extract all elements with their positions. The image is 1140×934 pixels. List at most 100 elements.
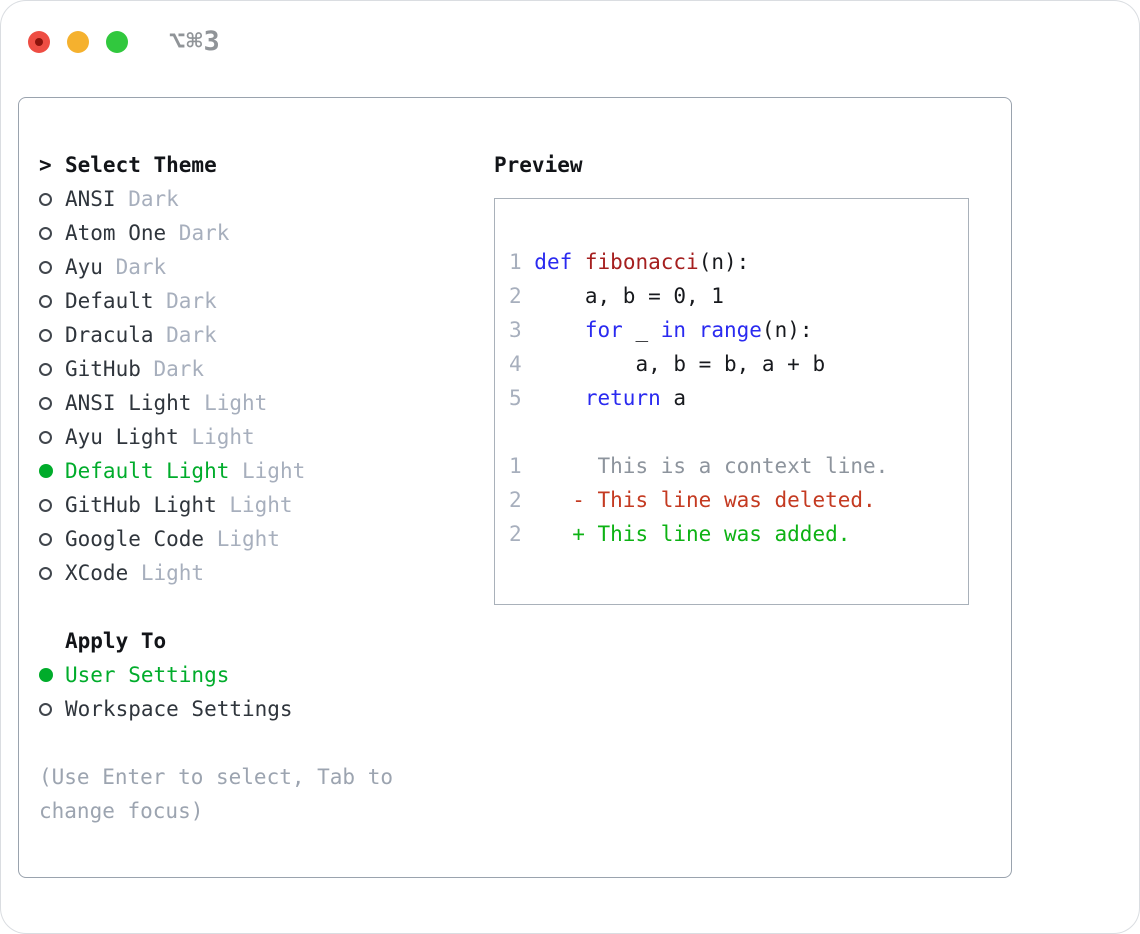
preview-title: Preview xyxy=(494,153,583,177)
radio-icon xyxy=(39,532,65,546)
theme-option-ansi-light[interactable]: ANSI Light Light xyxy=(39,386,494,420)
variant-tag: Light xyxy=(191,425,255,449)
option-label: Atom One xyxy=(65,221,167,245)
radio-icon xyxy=(39,226,65,240)
variant-tag: Dark xyxy=(153,357,205,381)
focus-caret-icon: > xyxy=(39,153,52,177)
option-label: User Settings xyxy=(65,663,230,687)
option-label: XCode xyxy=(65,561,129,585)
select-theme-header: > Select Theme xyxy=(39,148,494,182)
preview-box: 1 def fibonacci(n): 2 a, b = 0, 1 3 for _ … xyxy=(494,198,969,605)
radio-circle xyxy=(39,192,52,206)
option-label: GitHub Light xyxy=(65,493,217,517)
variant-tag: Dark xyxy=(128,187,179,211)
record-dot-icon xyxy=(35,37,43,46)
variant-tag: Light xyxy=(140,561,205,585)
radio-circle xyxy=(39,464,53,478)
diff-line: 2 + This line was added. xyxy=(509,522,851,546)
radio-icon xyxy=(39,566,65,580)
keyboard-shortcut-label: ⌥⌘3 xyxy=(169,26,221,57)
preview-column: Preview 1 def fibonacci(n): 2 a, b = 0, 1… xyxy=(494,148,991,857)
option-label: Default xyxy=(65,289,154,313)
diff-line: 2 - This line was deleted. xyxy=(509,488,876,512)
preview-header: Preview xyxy=(494,148,991,182)
radio-selected-icon xyxy=(39,668,65,682)
variant-tag: Dark xyxy=(115,255,167,279)
option-label: GitHub xyxy=(65,357,141,381)
theme-option-dracula[interactable]: Dracula Dark xyxy=(39,318,494,352)
code-line: 3 for _ in range(n): xyxy=(509,318,813,342)
radio-circle xyxy=(39,668,53,682)
apply-option-workspace-settings[interactable]: Workspace Settings xyxy=(39,692,494,726)
theme-option-ansi[interactable]: ANSI Dark xyxy=(39,182,494,216)
option-label: Ayu Light xyxy=(65,425,179,449)
theme-option-github[interactable]: GitHub Dark xyxy=(39,352,494,386)
theme-option-google-code[interactable]: Google Code Light xyxy=(39,522,494,556)
titlebar: ⌥⌘3 xyxy=(28,26,221,57)
radio-circle xyxy=(39,498,52,512)
zoom-icon[interactable] xyxy=(106,30,128,53)
option-label: Workspace Settings xyxy=(65,697,293,721)
theme-option-github-light[interactable]: GitHub Light Light xyxy=(39,488,494,522)
radio-circle xyxy=(39,396,52,410)
radio-circle xyxy=(39,226,52,240)
radio-selected-icon xyxy=(39,464,65,478)
radio-icon xyxy=(39,294,65,308)
code-preview: 1 def fibonacci(n): 2 a, b = 0, 1 3 for _ … xyxy=(509,245,956,415)
code-line: 1 def fibonacci(n): xyxy=(509,250,750,274)
theme-option-xcode[interactable]: XCode Light xyxy=(39,556,494,590)
minimize-icon[interactable] xyxy=(67,30,89,53)
select-theme-title: Select Theme xyxy=(65,153,217,177)
help-text: (Use Enter to select, Tab to change focu… xyxy=(39,765,394,823)
theme-option-atom-one[interactable]: Atom One Dark xyxy=(39,216,494,250)
variant-tag: Light xyxy=(229,493,293,517)
radio-icon xyxy=(39,192,65,206)
code-line: 5 return a xyxy=(509,386,687,410)
radio-circle xyxy=(39,566,52,580)
code-line: 4 a, b = b, a + b xyxy=(509,352,826,376)
option-label: ANSI xyxy=(65,187,116,211)
option-label: Google Code xyxy=(65,527,205,551)
variant-tag: Light xyxy=(216,527,280,551)
theme-option-default[interactable]: Default Dark xyxy=(39,284,494,318)
option-label: ANSI Light xyxy=(65,391,192,415)
option-label: Dracula xyxy=(65,323,154,347)
apply-option-user-settings[interactable]: User Settings xyxy=(39,658,494,692)
radio-icon xyxy=(39,702,65,716)
radio-circle xyxy=(39,260,52,274)
diff-line: 1 This is a context line. xyxy=(509,454,889,478)
variant-tag: Dark xyxy=(178,221,230,245)
radio-circle xyxy=(39,328,52,342)
option-label: Default Light xyxy=(65,459,230,483)
radio-icon xyxy=(39,260,65,274)
theme-option-default-light[interactable]: Default Light Light xyxy=(39,454,494,488)
variant-tag: Light xyxy=(204,391,268,415)
variant-tag: Dark xyxy=(166,323,217,347)
radio-circle xyxy=(39,702,52,716)
close-icon[interactable] xyxy=(28,30,50,53)
radio-icon xyxy=(39,328,65,342)
code-line: 2 a, b = 0, 1 xyxy=(509,284,724,308)
radio-icon xyxy=(39,396,65,410)
radio-circle xyxy=(39,532,52,546)
theme-option-ayu-light[interactable]: Ayu Light Light xyxy=(39,420,494,454)
option-label: Ayu xyxy=(65,255,103,279)
variant-tag: Light xyxy=(242,459,306,483)
apply-to-header: Apply To xyxy=(39,624,494,658)
apply-to-title: Apply To xyxy=(65,629,167,653)
theme-option-ayu[interactable]: Ayu Dark xyxy=(39,250,494,284)
variant-tag: Dark xyxy=(166,289,217,313)
diff-preview: 1 This is a context line. 2 - This line w… xyxy=(509,449,956,551)
blank-line xyxy=(509,415,956,449)
radio-icon xyxy=(39,430,65,444)
radio-icon xyxy=(39,362,65,376)
radio-circle xyxy=(39,362,52,376)
spacer xyxy=(39,590,494,624)
radio-circle xyxy=(39,430,52,444)
radio-circle xyxy=(39,294,52,308)
